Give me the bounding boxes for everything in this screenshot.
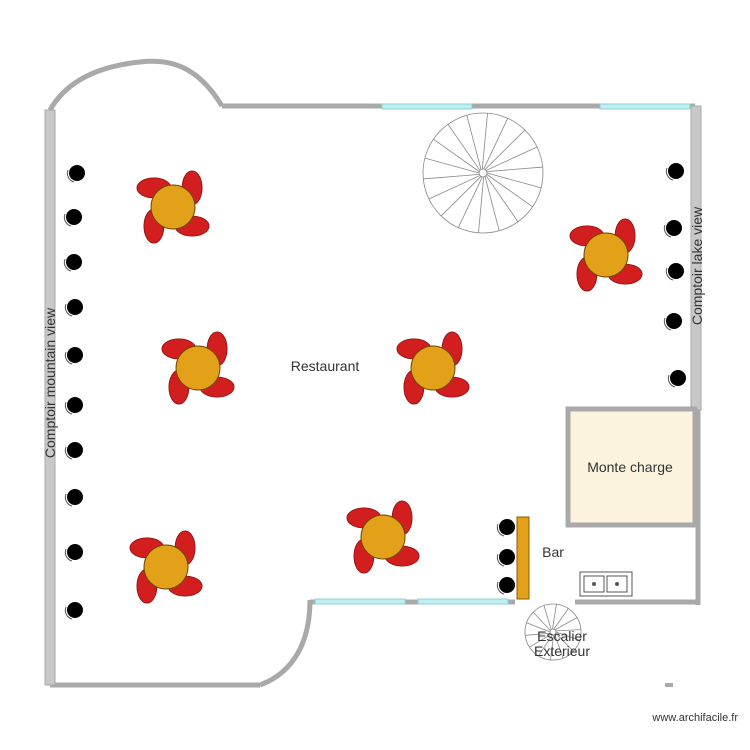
stool xyxy=(499,519,515,535)
table-set xyxy=(569,218,643,292)
stool xyxy=(499,549,515,565)
window xyxy=(417,598,509,605)
windows xyxy=(314,103,691,605)
table xyxy=(583,232,629,278)
table-set xyxy=(161,331,235,405)
stool xyxy=(67,602,83,618)
exterior-staircase xyxy=(524,603,582,661)
window xyxy=(381,103,473,110)
table xyxy=(360,514,406,560)
table xyxy=(410,345,456,391)
stool xyxy=(67,347,83,363)
watermark: www.archifacile.fr xyxy=(652,712,738,724)
stools-group xyxy=(63,163,686,620)
comptoir-mountain-counter xyxy=(44,109,56,686)
stool xyxy=(69,165,85,181)
window xyxy=(314,598,406,605)
table-set xyxy=(346,500,420,574)
table xyxy=(150,184,196,230)
stool xyxy=(670,370,686,386)
stool xyxy=(668,163,684,179)
top-curved-wall xyxy=(47,58,225,112)
tables-group xyxy=(129,170,643,604)
small-mark xyxy=(665,683,673,687)
restaurant-label: Restaurant xyxy=(290,358,360,374)
stool xyxy=(67,489,83,505)
bar-label: Bar xyxy=(542,544,564,560)
stool xyxy=(668,263,684,279)
stool xyxy=(66,209,82,225)
escalier-label-line1: Escalier xyxy=(537,628,587,644)
stool xyxy=(67,299,83,315)
stool xyxy=(666,220,682,236)
monte-charge-box xyxy=(565,406,698,528)
table-set xyxy=(136,170,210,244)
monte-charge-label: Monte charge xyxy=(587,459,673,475)
bar-counter xyxy=(516,516,530,600)
table-set xyxy=(129,530,203,604)
escalier-label-line2: Exterieur xyxy=(533,643,591,659)
stool xyxy=(666,313,682,329)
spiral-staircase xyxy=(422,112,544,234)
stool xyxy=(67,397,83,413)
window xyxy=(599,103,691,110)
table xyxy=(143,544,189,590)
bottom-curved-wall xyxy=(259,599,313,688)
comptoir-lake-label: Comptoir lake view xyxy=(689,206,705,326)
stool xyxy=(67,442,83,458)
sink-icon xyxy=(579,571,633,597)
comptoir-mountain-label: Comptoir mountain view xyxy=(42,307,58,459)
table xyxy=(175,345,221,391)
table-set xyxy=(396,331,470,405)
stool xyxy=(66,254,82,270)
stool xyxy=(499,577,515,593)
stool xyxy=(67,544,83,560)
